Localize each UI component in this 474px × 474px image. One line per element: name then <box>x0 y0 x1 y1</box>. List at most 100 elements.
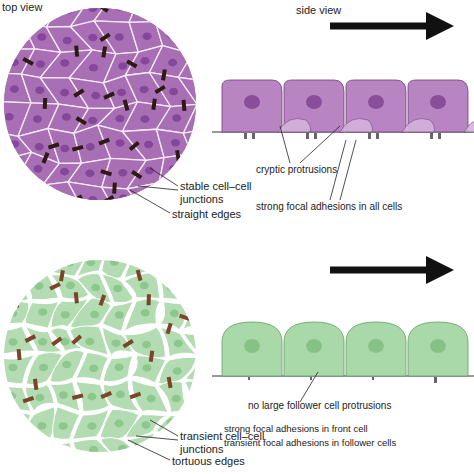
junction-bar <box>100 169 112 176</box>
cell-outline <box>74 462 115 474</box>
junction-bar <box>17 349 22 360</box>
junction-bar <box>97 230 109 238</box>
nucleus <box>34 165 43 173</box>
nucleus <box>306 95 322 109</box>
nucleus <box>37 33 46 41</box>
side-cell <box>222 80 282 132</box>
junction-bar <box>101 46 107 58</box>
nucleus <box>34 282 43 290</box>
nucleus <box>306 339 322 353</box>
nucleus <box>112 339 121 347</box>
cell-outline <box>0 408 1 437</box>
junction-bar <box>14 296 19 307</box>
cell-outline <box>159 244 195 271</box>
nucleus <box>9 219 18 227</box>
nucleus <box>10 164 19 172</box>
junction-bar <box>182 100 187 111</box>
nucleus <box>117 89 126 97</box>
nucleus <box>167 228 176 236</box>
nucleus <box>61 195 70 203</box>
nucleus <box>169 88 178 96</box>
nucleus <box>9 364 18 372</box>
nucleus <box>86 259 95 267</box>
cell-outline <box>0 25 5 55</box>
cell-outline <box>0 383 1 409</box>
nucleus <box>116 139 125 147</box>
nucleus <box>38 308 47 316</box>
cell-outline <box>0 18 35 49</box>
nucleus <box>143 32 152 40</box>
focal-adhesion <box>368 133 371 139</box>
junction-bar <box>20 217 31 226</box>
nucleus <box>87 422 96 430</box>
nucleus <box>62 113 71 121</box>
focal-adhesion <box>244 133 247 139</box>
junction-bar <box>51 337 62 347</box>
cell-outline <box>0 434 35 466</box>
nucleus <box>64 6 73 14</box>
junction-bar <box>161 69 167 81</box>
nucleus <box>38 338 47 346</box>
annotation-label: top view <box>2 1 82 14</box>
nucleus <box>115 311 124 319</box>
junction-bar <box>75 116 87 125</box>
nucleus <box>35 143 44 151</box>
nucleus <box>60 89 69 97</box>
nucleus <box>8 192 17 200</box>
nucleus <box>10 59 19 67</box>
cell-outline <box>101 223 134 246</box>
junction-bar <box>25 334 37 343</box>
nucleus <box>87 393 96 401</box>
nucleus <box>169 254 178 262</box>
nucleus <box>86 143 95 151</box>
cell-outline <box>213 128 250 157</box>
nucleus <box>11 231 20 239</box>
junction-bar <box>74 292 79 303</box>
junction-bar <box>129 392 141 399</box>
junction-bar <box>233 259 245 268</box>
cell-outline <box>0 252 1 272</box>
cell-outline <box>159 154 192 183</box>
nucleus <box>172 395 181 403</box>
nucleus <box>147 395 156 403</box>
nucleus <box>168 59 177 67</box>
cell-outline <box>210 252 244 274</box>
junction-bar <box>126 59 138 68</box>
nucleus <box>199 339 208 347</box>
nucleus <box>115 363 124 371</box>
junction-bar <box>0 446 8 453</box>
cell-outline <box>77 247 106 276</box>
cell-outline <box>22 441 60 462</box>
junction-bar <box>0 139 6 149</box>
junction-bar <box>56 214 62 226</box>
nucleus <box>196 313 205 321</box>
cell-outline <box>40 213 86 243</box>
nucleus <box>200 364 209 372</box>
nucleus <box>88 4 97 12</box>
junction-bar <box>151 99 156 110</box>
nucleus <box>197 167 206 175</box>
nucleus <box>142 341 151 349</box>
junction-bar <box>16 243 22 255</box>
cell-outline <box>0 272 28 302</box>
junction-bar <box>205 230 217 238</box>
cell-outline <box>183 103 223 133</box>
nucleus <box>244 339 260 353</box>
nucleus <box>115 420 124 428</box>
nucleus <box>89 446 98 454</box>
nucleus <box>167 443 176 451</box>
junction-bar <box>0 196 6 203</box>
nucleus <box>167 419 176 427</box>
cell-outline <box>151 219 194 249</box>
nucleus <box>194 34 203 42</box>
cell-outline <box>207 22 252 49</box>
junction-bar <box>72 145 84 152</box>
focal-adhesion <box>376 133 379 139</box>
nucleus <box>35 394 44 402</box>
cell-outline <box>183 217 217 250</box>
nucleus <box>5 113 14 121</box>
nucleus <box>91 92 100 100</box>
cell-outline <box>178 0 223 2</box>
cell-outline <box>76 353 109 381</box>
